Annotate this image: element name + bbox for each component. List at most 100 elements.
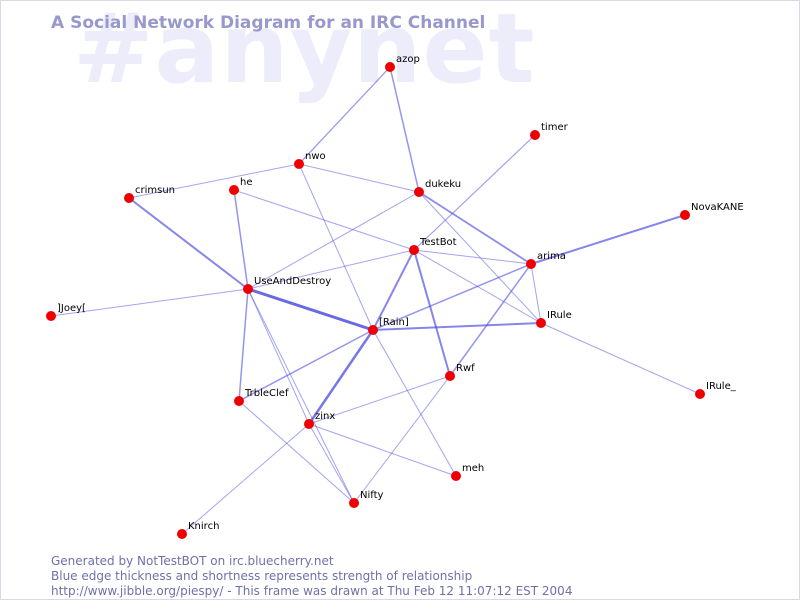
node-Knirch: Knirch [177, 521, 219, 539]
edge-layer [50, 66, 701, 535]
node-label: timer [541, 122, 569, 133]
node-crimsun: crimsun [124, 185, 175, 203]
edge-dukeku-arima [418, 191, 532, 265]
node-marker [124, 193, 134, 203]
edge-arima-IRule [530, 263, 542, 324]
edge-UseAndDestroy-zinx [247, 288, 310, 425]
channel-watermark: #anynet [73, 0, 536, 105]
node-marker [229, 185, 239, 195]
edge-TrbleClef-Nifty [238, 400, 355, 504]
edge-zinx-meh [308, 423, 457, 477]
edge-TestBot-arima [413, 249, 532, 265]
node-label: NovaKANE [691, 202, 744, 213]
edge-nwo-dukeku [298, 163, 420, 193]
edge-Rain-zinx [307, 329, 375, 425]
node-label: TestBot [419, 237, 457, 248]
node-label: nwo [305, 151, 326, 162]
edge-UseAndDestroy-Rain [247, 287, 374, 332]
edge-crimsun-UseAndDestroy [128, 197, 249, 290]
node-IRule: IRule [536, 310, 572, 328]
edge-azop-dukeku [389, 66, 420, 193]
edge-TestBot-Rain [372, 249, 415, 331]
node-marker [243, 284, 253, 294]
node-marker [349, 498, 359, 508]
node-label: dukeku [425, 179, 461, 190]
node-he: he [229, 177, 253, 195]
node-label: ]Joey[ [57, 303, 86, 314]
node-label: [Rain] [379, 317, 409, 328]
node-label: meh [462, 463, 484, 474]
edge-UseAndDestroy-TrbleClef [238, 288, 249, 402]
edge-Rwf-Nifty [353, 375, 451, 504]
node-label: UseAndDestroy [254, 276, 331, 287]
edge-arima-Rwf [449, 263, 532, 377]
edge-Rain-meh [372, 329, 457, 477]
node-marker [536, 318, 546, 328]
edge-Joey-UseAndDestroy [50, 288, 249, 317]
node-marker [409, 245, 419, 255]
node-marker [414, 187, 424, 197]
node-marker [695, 389, 705, 399]
edge-Rain-TrbleClef [238, 329, 374, 402]
node-nwo: nwo [294, 151, 326, 169]
footer: Generated by NotTestBOT on irc.bluecherr… [51, 554, 572, 599]
edge-UseAndDestroy-Nifty [247, 288, 355, 504]
edge-zinx-Knirch [181, 423, 310, 535]
node-marker [368, 325, 378, 335]
edge-crimsun-nwo [128, 163, 300, 199]
node-UseAndDestroy: UseAndDestroy [243, 276, 331, 294]
footer-generator: Generated by NotTestBOT on irc.bluecherr… [51, 554, 334, 568]
node-marker [530, 130, 540, 140]
node-arima: arima [526, 251, 566, 269]
node-Joey: ]Joey[ [46, 303, 86, 321]
edge-IRule-IRule_ [540, 322, 701, 395]
node-marker [46, 311, 56, 321]
node-marker [385, 62, 395, 72]
node-marker [445, 371, 455, 381]
edge-timer-TestBot [413, 134, 536, 251]
edge-dukeku-UseAndDestroy [247, 191, 420, 290]
edge-he-TestBot [233, 189, 415, 251]
node-dukeku: dukeku [414, 179, 461, 197]
node-marker [304, 419, 314, 429]
node-label: IRule_ [706, 381, 737, 392]
node-label: IRule [547, 310, 572, 321]
node-label: TrbleClef [244, 388, 289, 399]
node-TrbleClef: TrbleClef [234, 388, 289, 406]
node-timer: timer [530, 122, 569, 140]
edge-Rain-IRule [372, 322, 542, 331]
node-marker [526, 259, 536, 269]
node-label: arima [537, 251, 566, 262]
node-marker [177, 529, 187, 539]
node-azop: azop [385, 54, 420, 72]
edge-TestBot-UseAndDestroy [247, 249, 415, 290]
node-marker [451, 471, 461, 481]
node-label: azop [396, 54, 420, 65]
node-label: Knirch [188, 521, 219, 532]
node-TestBot: TestBot [409, 237, 457, 255]
node-Rain: [Rain] [368, 317, 409, 335]
edge-NovaKANE-arima [530, 214, 686, 265]
node-meh: meh [451, 463, 484, 481]
node-zinx: zinx [304, 411, 335, 429]
edge-TestBot-Rwf [413, 249, 451, 377]
node-Rwf: Rwf [445, 363, 475, 381]
node-label: crimsun [135, 185, 175, 196]
node-IRule_: IRule_ [695, 381, 737, 399]
node-Nifty: Nifty [349, 490, 384, 508]
footer-legend: Blue edge thickness and shortness repres… [51, 569, 473, 583]
node-marker [680, 210, 690, 220]
footer-credit: http://www.jibble.org/piespy/ - This fra… [51, 584, 573, 598]
edge-Rwf-zinx [308, 375, 451, 425]
node-label: he [240, 177, 253, 188]
node-marker [294, 159, 304, 169]
node-label: zinx [315, 411, 335, 422]
edge-zinx-Nifty [308, 423, 355, 504]
node-NovaKANE: NovaKANE [680, 202, 744, 220]
edge-azop-nwo [298, 66, 391, 165]
node-label: Nifty [360, 490, 384, 501]
page-title: A Social Network Diagram for an IRC Chan… [51, 13, 486, 33]
